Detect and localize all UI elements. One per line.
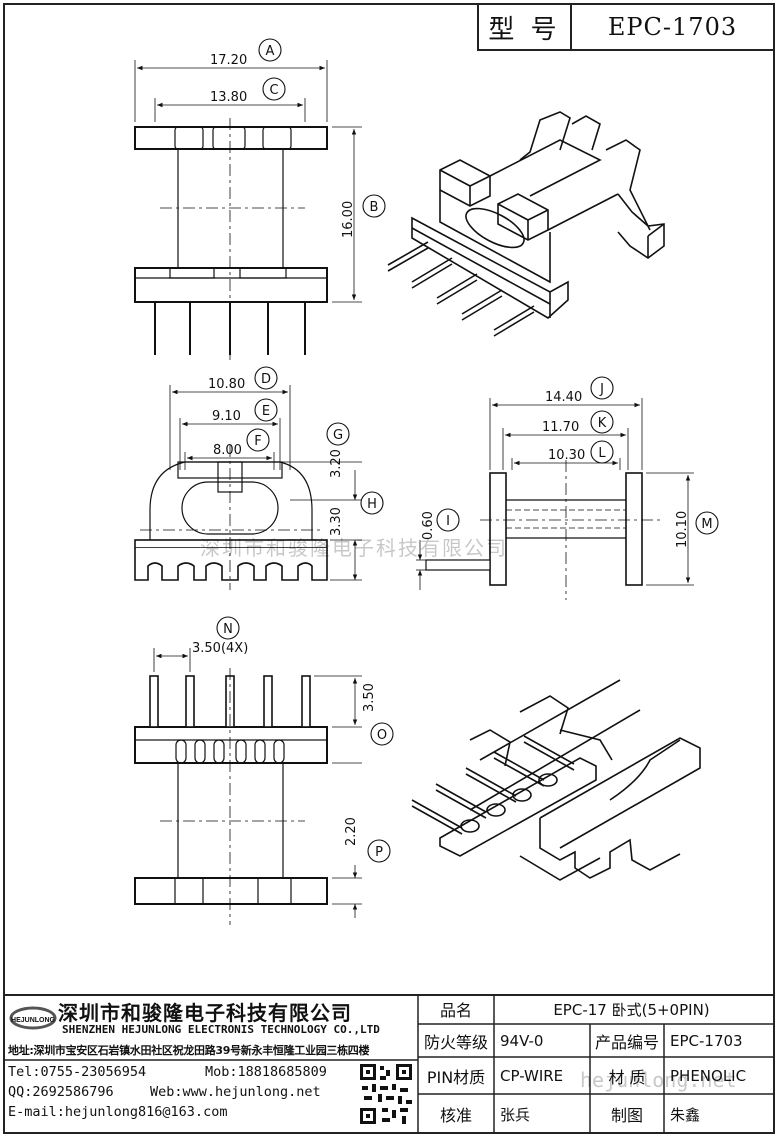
- letter-g: G: [333, 428, 343, 443]
- material-value: PHENOLIC: [670, 1067, 747, 1085]
- side-view: [134, 385, 362, 590]
- letter-m: M: [701, 517, 712, 532]
- letter-c: C: [269, 83, 278, 98]
- dim-b: 16.00: [341, 201, 356, 238]
- front-view: [134, 60, 362, 360]
- dim-c: 13.80: [210, 90, 247, 105]
- model-label: 型 号: [477, 3, 572, 51]
- isometric-view-bottom: [411, 679, 701, 881]
- watermark-url: hejunlong.net: [580, 1068, 737, 1092]
- approved-label: 核准: [439, 1106, 472, 1125]
- dim-j: 14.40: [545, 390, 582, 405]
- name-value: EPC-17 卧式(5+0PIN): [553, 1000, 710, 1019]
- contact-tel: Tel:0755-23056954: [8, 1064, 147, 1080]
- svg-text:HEJUNLONG: HEJUNLONG: [11, 1017, 56, 1024]
- letter-h: H: [367, 497, 377, 512]
- dim-n: 3.50(4X): [192, 641, 248, 656]
- contact-mob: Mob:18818685809: [205, 1064, 327, 1080]
- dim-l: 10.30: [548, 448, 585, 463]
- contact-qq: QQ:2692586796: [8, 1084, 114, 1100]
- drawing-frame: [3, 3, 775, 1134]
- dimension-letter-circles: [216, 38, 719, 863]
- letter-e: E: [262, 404, 270, 419]
- letter-p: P: [375, 845, 383, 860]
- pin-material-label: PIN材质: [426, 1068, 486, 1087]
- dim-f: 8.00: [213, 443, 242, 458]
- dim-i: 0.60: [421, 511, 436, 540]
- top-view: [416, 398, 694, 600]
- dim-g: 3.20: [329, 449, 344, 478]
- pin-material-value: CP-WIRE: [500, 1067, 564, 1085]
- dim-h: 3.30: [329, 507, 344, 536]
- letter-d: D: [261, 372, 271, 387]
- letter-b: B: [370, 200, 379, 215]
- bottom-view: [134, 648, 362, 925]
- logo-icon: HEJUNLONG: [9, 1006, 57, 1030]
- material-label: 材 质: [608, 1068, 646, 1087]
- dim-d: 10.80: [208, 377, 245, 392]
- dimension-letters: A B C D E F G H I J K L M N O P: [223, 44, 712, 860]
- dim-a: 17.20: [210, 53, 247, 68]
- contact-web[interactable]: Web:www.hejunlong.net: [150, 1084, 321, 1100]
- title-block: [3, 994, 775, 1134]
- dim-o: 3.50: [362, 683, 377, 712]
- dim-p: 2.20: [344, 817, 359, 846]
- drafter-value: 朱鑫: [670, 1105, 701, 1124]
- company-name-en: SHENZHEN HEJUNLONG ELECTRONIS TECHNOLOGY…: [62, 1023, 380, 1036]
- approved-value: 张兵: [500, 1105, 531, 1124]
- letter-k: K: [598, 416, 607, 431]
- fire-rating-label: 防火等级: [423, 1033, 488, 1052]
- company-logo: HEJUNLONG: [8, 1000, 58, 1038]
- company-address: 地址:深圳市宝安区石岩镇水田社区祝龙田路39号新永丰恒隆工业园三栋四楼: [8, 1044, 370, 1057]
- qr-code-icon: [358, 1062, 414, 1126]
- letter-n: N: [223, 622, 233, 637]
- dim-k: 11.70: [542, 420, 579, 435]
- company-name-cn: 深圳市和骏隆电子科技有限公司: [58, 1001, 352, 1025]
- letter-j: J: [599, 382, 604, 397]
- product-code-value: EPC-1703: [670, 1032, 743, 1050]
- contact-email[interactable]: E-mail:hejunlong816@163.com: [8, 1104, 228, 1120]
- letter-i: I: [446, 514, 450, 529]
- fire-rating-value: 94V-0: [500, 1032, 544, 1050]
- name-label: 品名: [439, 1001, 472, 1020]
- letter-l: L: [598, 446, 606, 461]
- product-code-label: 产品编号: [594, 1033, 659, 1052]
- drafter-label: 制图: [610, 1106, 643, 1125]
- letter-f: F: [254, 434, 261, 449]
- dim-m: 10.10: [675, 511, 690, 548]
- watermark-company: 深圳市和骏隆电子科技有限公司: [200, 536, 508, 560]
- dimension-values: 17.20 13.80 16.00 10.80 9.10 8.00 3.20 3…: [192, 53, 690, 846]
- letter-o: O: [377, 728, 387, 743]
- isometric-view-top: [387, 111, 665, 337]
- letter-a: A: [266, 44, 275, 59]
- model-value: EPC-1703: [570, 3, 775, 51]
- dim-e: 9.10: [212, 409, 241, 424]
